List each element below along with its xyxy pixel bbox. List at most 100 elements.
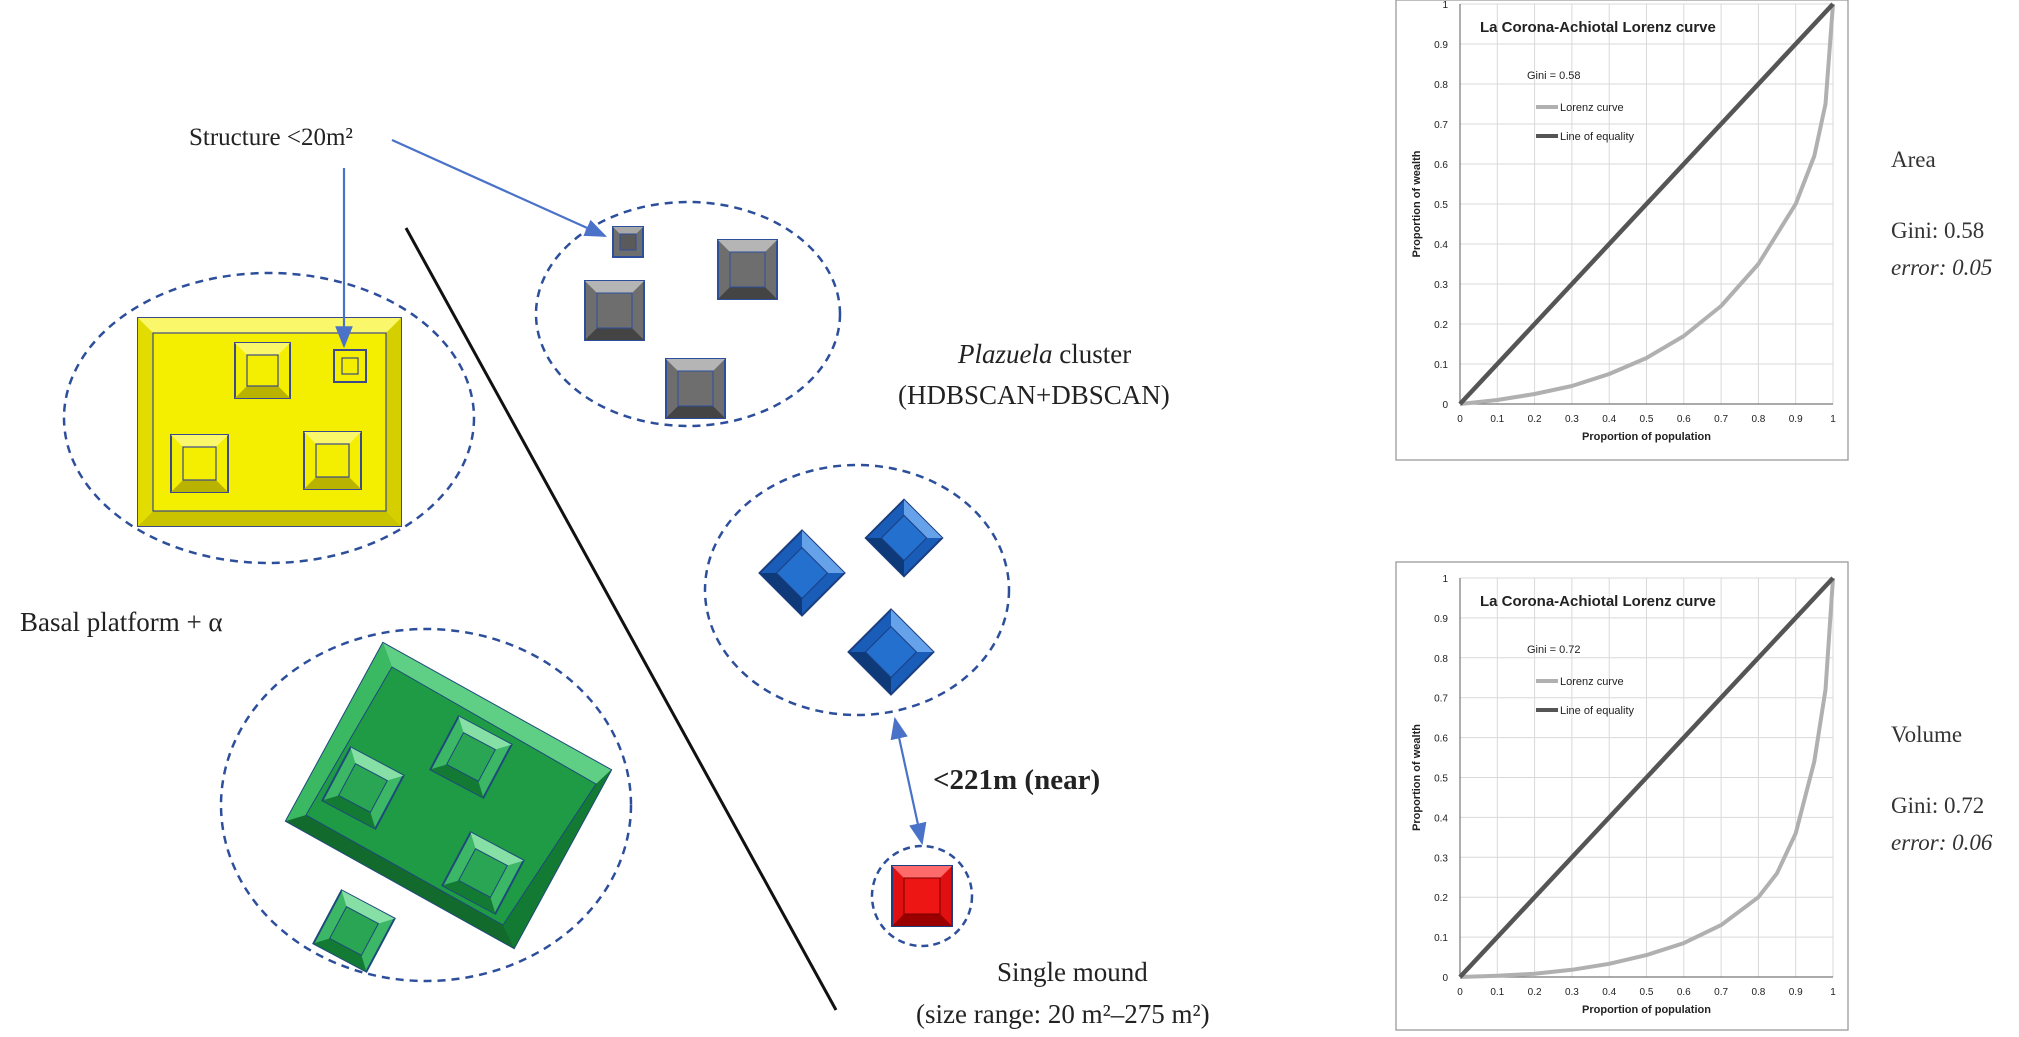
mound-structure — [847, 608, 935, 696]
y-axis-label: Proportion of wealth — [1411, 150, 1423, 257]
y-tick-label: 0.5 — [1434, 774, 1448, 785]
y-tick-label: 0.7 — [1434, 120, 1448, 131]
y-tick-label: 0 — [1442, 400, 1448, 411]
lorenz-chart-area: 0 0.1 0.2 0.3 0.4 0.5 0.6 0.7 0.8 0.9 1 0 0.1 0.2 0.3 0… — [1395, 0, 1849, 461]
y-tick-label: 0.1 — [1434, 933, 1448, 944]
series-line — [1458, 576, 1835, 979]
x-axis-label: Proportion of population — [1582, 431, 1711, 443]
mound-structure — [321, 746, 405, 830]
y-tick-label: 0.7 — [1434, 694, 1448, 705]
cluster-boundary-grey — [534, 200, 842, 428]
x-tick-label: 0 — [1457, 414, 1463, 425]
x-tick-label: 0.2 — [1528, 414, 1542, 425]
mound-structure — [665, 358, 726, 419]
x-tick-label: 0.8 — [1751, 987, 1765, 998]
gini-annotation: Gini = 0.72 — [1527, 644, 1581, 656]
plazuela-label: Plazuela cluster — [957, 339, 1131, 369]
legend-label: Lorenz curve — [1560, 102, 1624, 114]
pointer-arrow — [391, 138, 608, 238]
x-tick-label: 0.8 — [1751, 414, 1765, 425]
single-mound-label: Single mound — [997, 957, 1148, 987]
cluster-boundary-yellow — [62, 271, 476, 565]
gini-label: Gini: 0.58 — [1891, 218, 1984, 243]
x-tick-label: 0.9 — [1789, 987, 1803, 998]
x-tick-label: 0.3 — [1565, 414, 1579, 425]
y-tick-label: 1 — [1442, 0, 1448, 11]
y-tick-label: 0.6 — [1434, 160, 1448, 171]
mound-structure — [584, 280, 645, 341]
x-tick-label: 0.7 — [1714, 414, 1728, 425]
legend-label: Line of equality — [1560, 705, 1634, 717]
size-range-label: (size range: 20 m²–275 m²) — [916, 999, 1210, 1029]
y-tick-label: 0.4 — [1434, 813, 1448, 824]
basal-platform-green-group — [219, 627, 633, 983]
y-tick-label: 0.4 — [1434, 240, 1448, 251]
legend-label: Line of equality — [1560, 131, 1634, 143]
error-label: error: 0.06 — [1891, 830, 1993, 855]
mound-structure — [234, 342, 291, 399]
legend-label: Lorenz curve — [1560, 676, 1624, 688]
y-tick-label: 0 — [1442, 973, 1448, 984]
small-structure — [333, 349, 367, 383]
mound-structure — [864, 498, 944, 578]
area-side-labels: Area Gini: 0.58 error: 0.05 — [1891, 147, 1992, 280]
y-tick-label: 0.3 — [1434, 853, 1448, 864]
x-tick-label: 0.4 — [1602, 987, 1616, 998]
basal-platform-yellow-group — [62, 271, 476, 565]
y-tick-label: 0.3 — [1434, 280, 1448, 291]
y-tick-label: 0.8 — [1434, 80, 1448, 91]
x-tick-label: 0.1 — [1490, 414, 1504, 425]
x-tick-label: 0.1 — [1490, 987, 1504, 998]
y-tick-label: 0.9 — [1434, 40, 1448, 51]
y-tick-label: 0.2 — [1434, 320, 1448, 331]
x-tick-label: 0.6 — [1677, 987, 1691, 998]
cluster-boundary-green — [219, 627, 633, 983]
distance-arrow — [890, 716, 927, 846]
y-tick-label: 0.8 — [1434, 654, 1448, 665]
series-line — [1459, 3, 1835, 406]
mound-structure — [717, 239, 778, 300]
volume-side-labels: Volume Gini: 0.72 error: 0.06 — [1891, 722, 1993, 855]
x-tick-label: 0.3 — [1565, 987, 1579, 998]
single-mound-group — [870, 844, 974, 948]
chart-title: La Corona-Achiotal Lorenz curve — [1480, 593, 1716, 610]
basal-platform-label: Basal platform + α — [20, 607, 223, 637]
y-tick-label: 1 — [1442, 574, 1448, 585]
y-tick-label: 0.1 — [1434, 360, 1448, 371]
x-tick-label: 0.7 — [1714, 987, 1728, 998]
gini-label: Gini: 0.72 — [1891, 793, 1984, 818]
distance-label: <221m (near) — [933, 764, 1100, 796]
gini-annotation: Gini = 0.58 — [1527, 70, 1581, 82]
chart-title: La Corona-Achiotal Lorenz curve — [1480, 19, 1716, 36]
series-line — [1458, 2, 1835, 406]
x-tick-label: 0.4 — [1602, 414, 1616, 425]
x-tick-label: 0.2 — [1528, 987, 1542, 998]
mound-structure — [170, 434, 229, 493]
mound-structure — [758, 529, 846, 617]
x-tick-label: 0.5 — [1640, 414, 1654, 425]
divider-line — [404, 227, 838, 1011]
metric-label: Area — [1891, 147, 1936, 172]
metric-label: Volume — [1891, 722, 1962, 747]
cluster-diagram: Structure <20m² Plazuela cluster (HDBSCA… — [20, 124, 1210, 1029]
mound-structure — [429, 715, 513, 799]
y-tick-label: 0.5 — [1434, 200, 1448, 211]
small-structure — [612, 226, 644, 258]
plazuela-method-label: (HDBSCAN+DBSCAN) — [898, 380, 1170, 410]
cluster-boundary-blue — [703, 463, 1011, 717]
y-tick-label: 0.6 — [1434, 734, 1448, 745]
cluster-boundary-red — [870, 844, 974, 948]
x-tick-label: 0.5 — [1640, 987, 1654, 998]
series-line — [1459, 577, 1835, 979]
mound-structure — [441, 831, 525, 915]
plazuela-cluster-blue — [703, 463, 1011, 717]
x-tick-label: 0.6 — [1677, 414, 1691, 425]
single-mound — [891, 865, 953, 927]
error-label: error: 0.05 — [1891, 255, 1992, 280]
x-axis-label: Proportion of population — [1582, 1004, 1711, 1016]
mound-structure — [312, 889, 396, 973]
structure-label: Structure <20m² — [189, 124, 353, 151]
mound-structure — [303, 431, 362, 490]
x-tick-label: 1 — [1830, 987, 1836, 998]
